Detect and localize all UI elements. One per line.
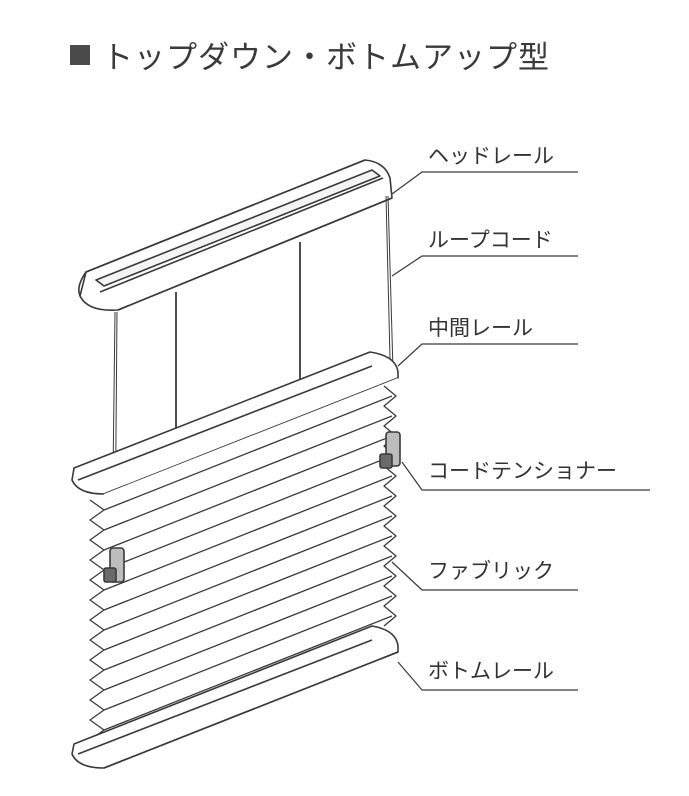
label-cord-tensioner: コードテンショナー	[428, 459, 617, 483]
cord-tensioner-right	[379, 431, 401, 469]
label-loop-cord: ループコード	[428, 228, 553, 252]
label-fabric: ファブリック	[428, 559, 554, 583]
title-text: トップダウン・ボトムアップ型	[102, 40, 550, 76]
page-title: トップダウン・ボトムアップ型	[70, 32, 550, 77]
head-rail	[78, 159, 393, 312]
label-middle-rail: 中間レール	[428, 316, 533, 340]
title-bullet-icon	[70, 44, 90, 65]
label-head-rail: ヘッドレール	[428, 144, 554, 168]
bottom-rail	[71, 625, 399, 769]
cord-tensioner-left	[103, 547, 125, 583]
suspension-cord	[175, 242, 301, 438]
leader-lines	[391, 171, 650, 691]
label-bottom-rail: ボトムレール	[428, 659, 554, 683]
